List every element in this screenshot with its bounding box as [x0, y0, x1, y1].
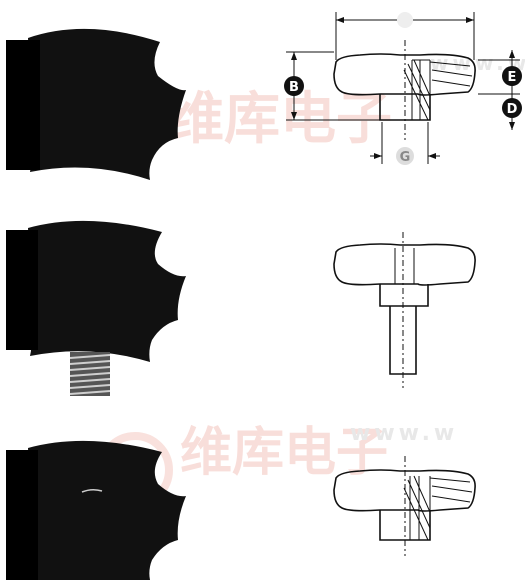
- section-hatching: [403, 59, 473, 121]
- knob-photo-1: [6, 28, 186, 181]
- knob-body-1: [6, 28, 186, 181]
- dim-g-text: G: [400, 150, 411, 165]
- dim-label-e: E: [502, 66, 522, 86]
- knob-shadow-2: [6, 230, 38, 350]
- dim-b-badge: [284, 76, 304, 96]
- drawing-outline-2: [333, 232, 476, 388]
- stud-threads: [69, 354, 111, 395]
- section3-head-outline: [333, 469, 476, 512]
- drawing-section-3: [333, 456, 476, 556]
- dim-d-badge: [502, 98, 522, 118]
- dim-width-marker: [397, 12, 413, 28]
- watermark-url-text-2: www.w: [350, 421, 458, 446]
- dim-width-arrow-right: [466, 17, 474, 23]
- dim-width-arrow-left: [336, 17, 344, 23]
- drawing-section-1: [286, 12, 520, 164]
- outline-hub-2: [379, 284, 429, 307]
- outline-head-2: [333, 243, 476, 286]
- threaded-stud: [69, 352, 111, 396]
- section3-hatching: [403, 475, 473, 541]
- dim-b-text: B: [289, 80, 299, 95]
- dim-d-text: D: [507, 102, 518, 117]
- dim-label-d: D: [502, 98, 522, 118]
- watermark-brand-text-2: 维库电子: [180, 423, 388, 483]
- section-head-outline: [333, 53, 476, 96]
- knob-shadow-1: [6, 40, 40, 170]
- dim-label-b: B: [284, 76, 304, 96]
- knob-shadow-3: [6, 450, 38, 580]
- watermark-middle: 维库电子 www.w: [97, 421, 458, 508]
- knob-highlight-3: [81, 488, 103, 493]
- dim-label-g: G: [396, 147, 414, 165]
- knob-photo-2: [6, 220, 186, 396]
- knob-body-2: [6, 220, 186, 362]
- knob-photo-3: [6, 440, 186, 580]
- dim-e-text: E: [508, 70, 517, 85]
- dim-g-badge: [396, 147, 414, 165]
- knob-body-3: [6, 440, 186, 580]
- dim-e-badge: [502, 66, 522, 86]
